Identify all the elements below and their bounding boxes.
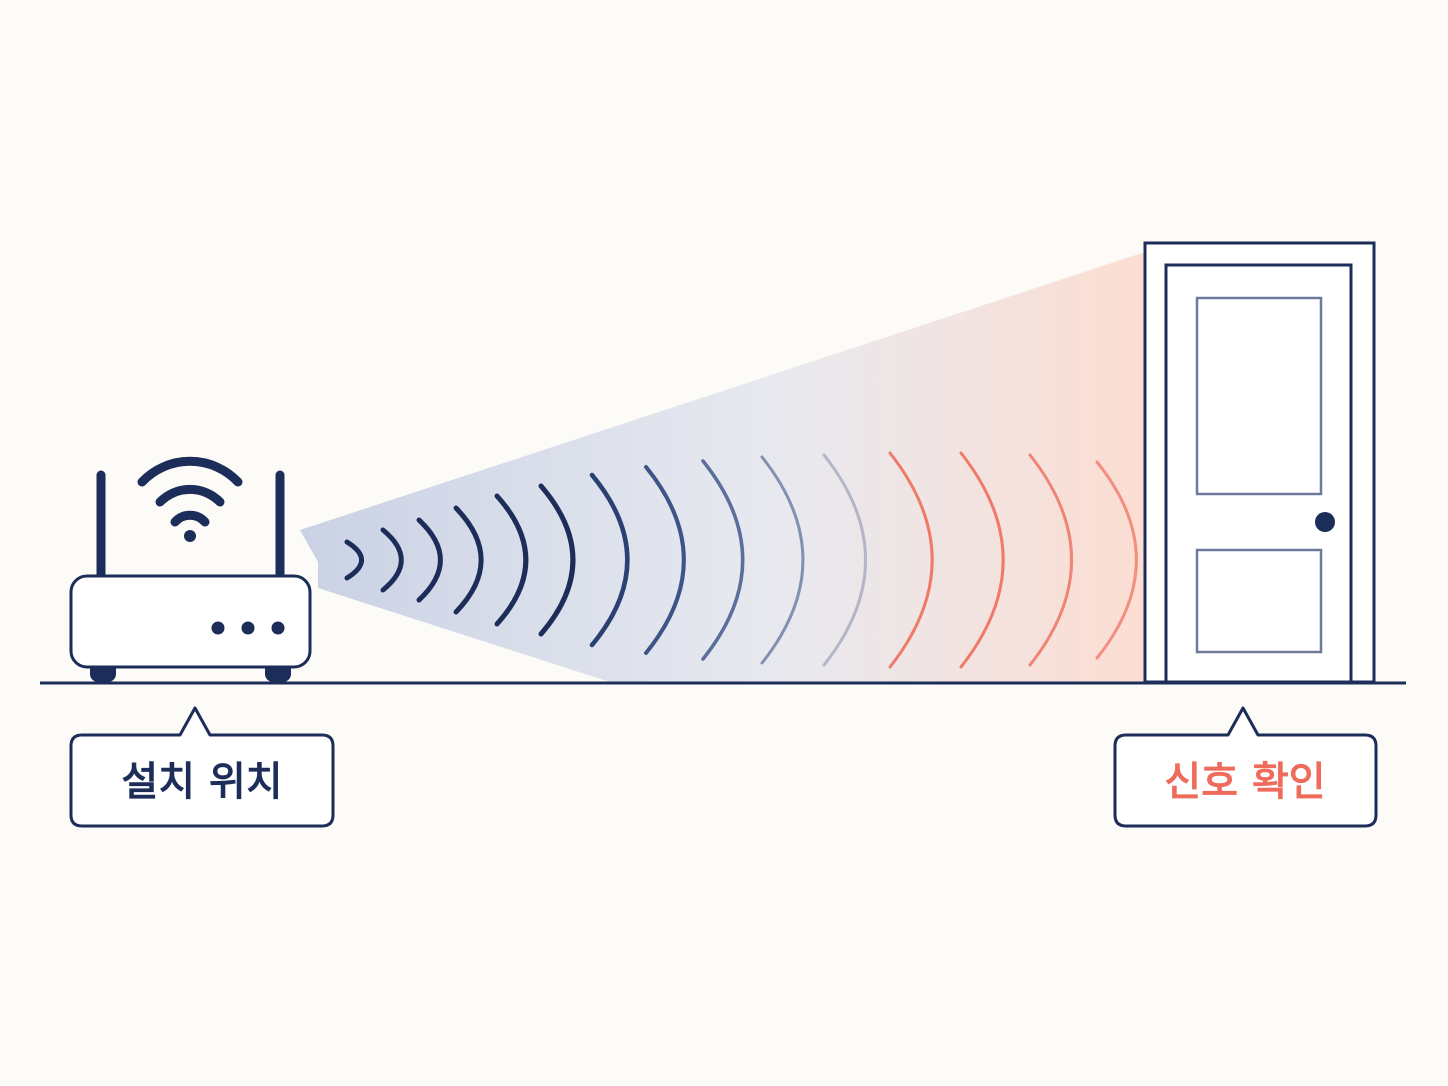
wifi-icon: [137, 456, 243, 542]
signal-wave-1: [344, 539, 365, 581]
signal-beam: [300, 252, 1145, 682]
install-location-callout: 설치 위치: [69, 706, 335, 828]
signal-wave-10: [760, 455, 805, 665]
signal-wave-14: [1028, 453, 1074, 667]
install-location-label: 설치 위치: [121, 759, 282, 805]
signal-wave-9: [701, 459, 745, 661]
signal-wave-8: [644, 465, 686, 655]
signal-wave-15: [1095, 460, 1138, 660]
signal-wave-2: [380, 527, 404, 593]
signal-check-callout: 신호 확인: [1113, 706, 1378, 828]
signal-wave-3: [416, 517, 443, 603]
router-icon: [69, 470, 312, 682]
signal-wave-5: [494, 493, 529, 627]
signal-wave-6: [538, 483, 576, 637]
signal-wave-12: [888, 451, 934, 669]
door-icon: [1143, 241, 1376, 684]
signal-wave-7: [589, 472, 630, 648]
signal-wave-13: [959, 451, 1005, 669]
door-knob: [1315, 512, 1335, 532]
signal-wave-11: [822, 453, 868, 667]
signal-waves: [344, 451, 1138, 669]
signal-wave-4: [453, 505, 484, 615]
signal-check-label: 신호 확인: [1164, 759, 1325, 805]
